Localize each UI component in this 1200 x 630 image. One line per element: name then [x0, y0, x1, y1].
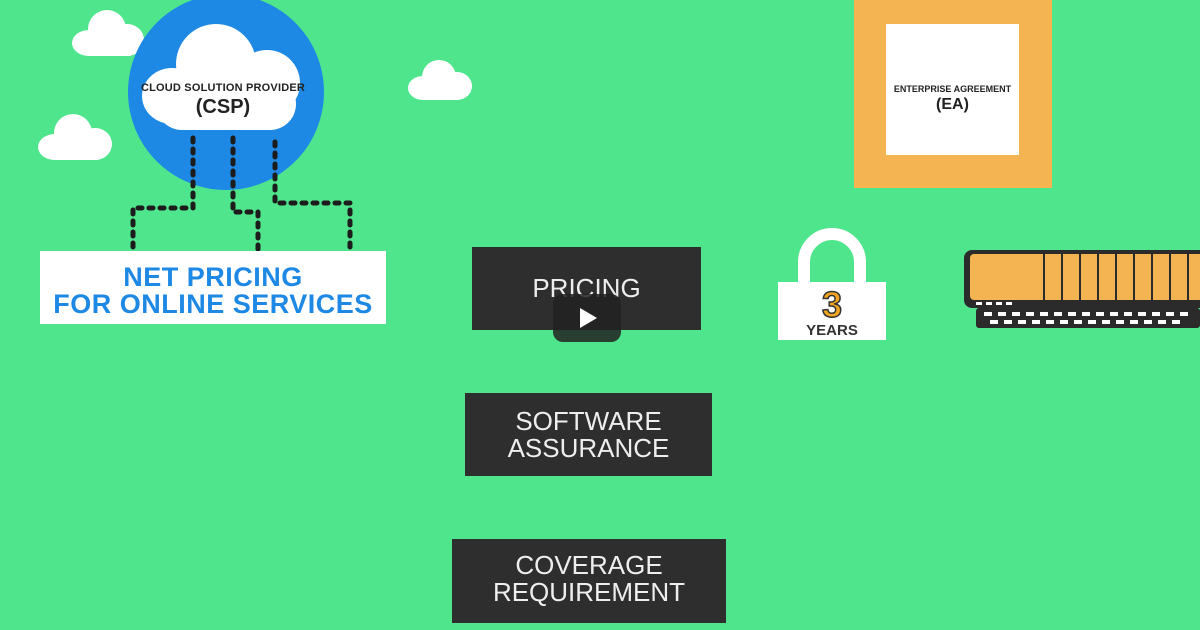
net-pricing-line2: FOR ONLINE SERVICES — [53, 289, 373, 319]
play-icon — [580, 308, 597, 328]
coverage-requirement-box: COVERAGE REQUIREMENT — [452, 539, 726, 623]
csp-abbr: (CSP) — [195, 96, 251, 118]
coverage-requirement-line2: REQUIREMENT — [492, 577, 686, 607]
cloud-icon — [72, 10, 144, 56]
coverage-requirement-line1: COVERAGE — [515, 550, 663, 580]
ea-abbr: (EA) — [936, 96, 969, 113]
padlock-body: 3 YEARS — [778, 282, 886, 340]
cloud-icon — [408, 60, 472, 100]
net-pricing-line1: NET PRICING — [123, 262, 303, 292]
play-button[interactable] — [553, 294, 621, 342]
software-assurance-box: SOFTWARE ASSURANCE — [465, 393, 712, 476]
cloud-icon — [38, 114, 112, 160]
net-pricing-label: NET PRICING FOR ONLINE SERVICES — [40, 251, 386, 324]
lock-years-number: 3 — [821, 283, 843, 326]
csp-cloud: CLOUD SOLUTION PROVIDER (CSP) — [138, 20, 308, 130]
software-assurance-line1: SOFTWARE — [515, 406, 662, 436]
dotted-connectors — [130, 135, 353, 253]
ea-title: ENTERPRISE AGREEMENT — [893, 84, 1012, 94]
lock-years-label: YEARS — [806, 322, 858, 339]
software-assurance-line2: ASSURANCE — [507, 433, 670, 463]
ea-card: ENTERPRISE AGREEMENT (EA) — [886, 24, 1019, 155]
csp-title: CLOUD SOLUTION PROVIDER — [140, 82, 306, 94]
keyboard-icon — [964, 250, 1200, 328]
cloud-icon — [138, 20, 308, 130]
padlock-icon — [798, 228, 866, 286]
